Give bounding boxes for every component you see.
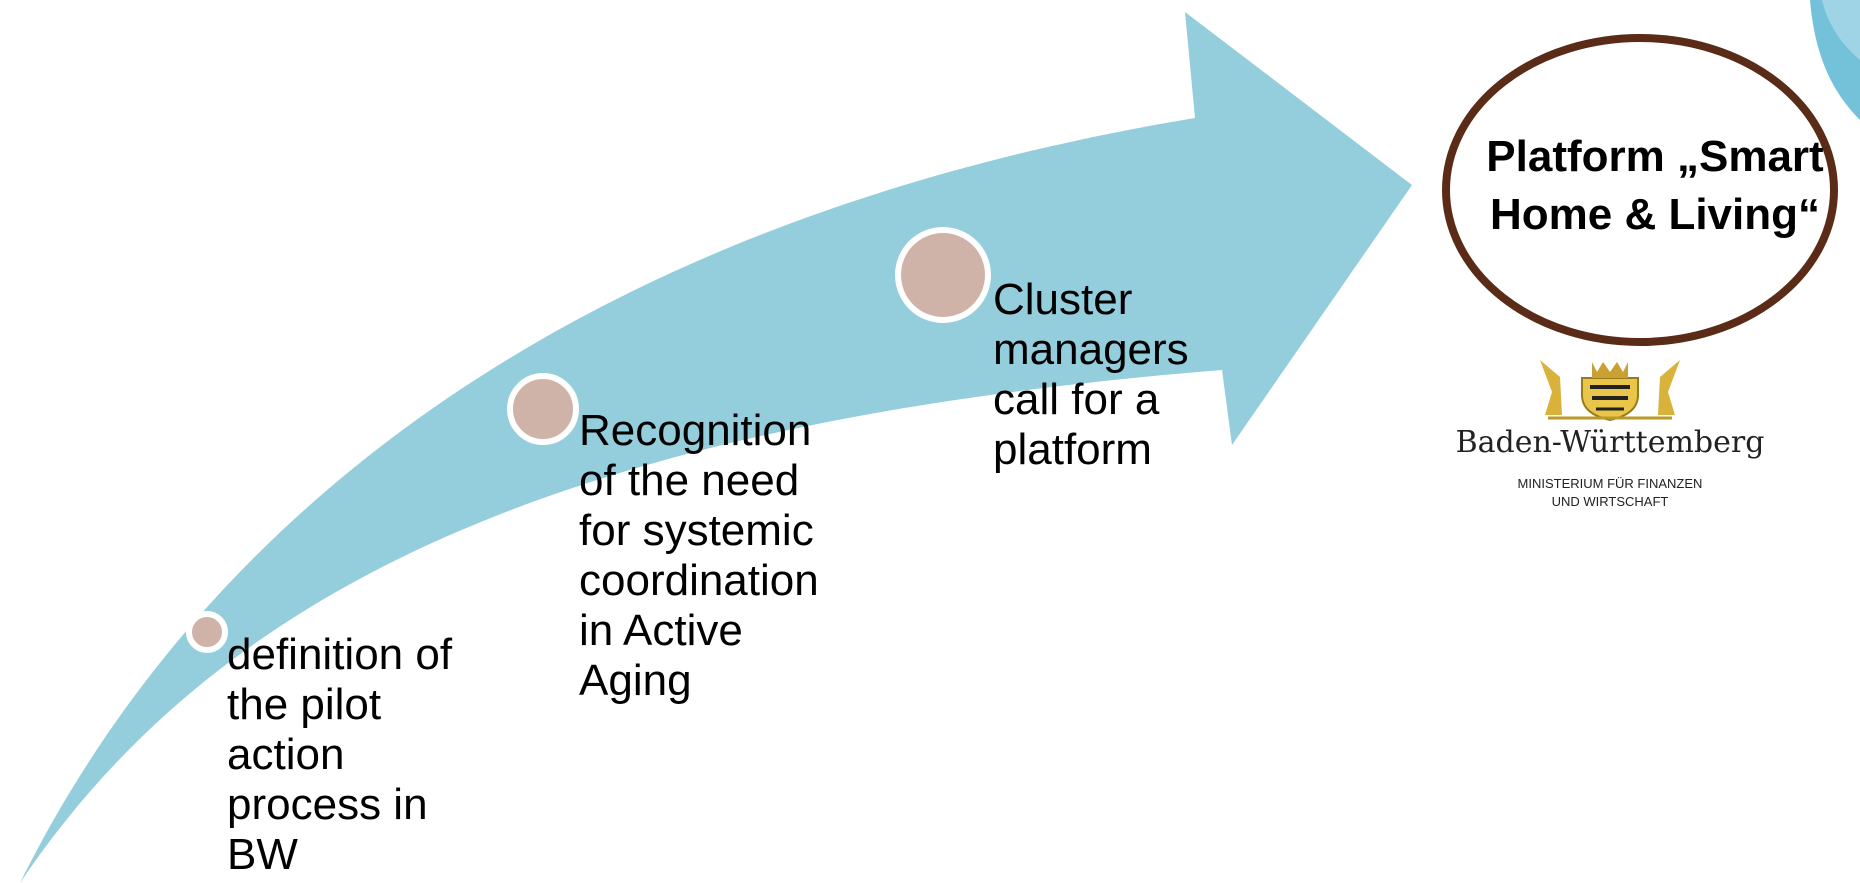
goal-ellipse	[1442, 34, 1838, 346]
step-label-1: definition of the pilot action process i…	[227, 630, 453, 879]
step-label-3: Cluster managers call for a platform	[993, 275, 1189, 474]
step-label-2: Recognition of the need for systemic coo…	[579, 406, 819, 705]
corner-decoration	[1810, 0, 1860, 120]
logo-subtitle: MINISTERIUM FÜR FINANZEN UND WIRTSCHAFT	[1517, 476, 1703, 509]
step-node-1	[186, 611, 228, 653]
coat-of-arms-icon	[1540, 360, 1680, 422]
goal-label: Platform „Smart Home & Living“	[1486, 132, 1824, 239]
step-node-3	[895, 227, 991, 323]
logo-name: Baden-Württemberg	[1455, 425, 1765, 460]
progress-arrow	[20, 12, 1412, 883]
step-node-2	[507, 373, 579, 445]
